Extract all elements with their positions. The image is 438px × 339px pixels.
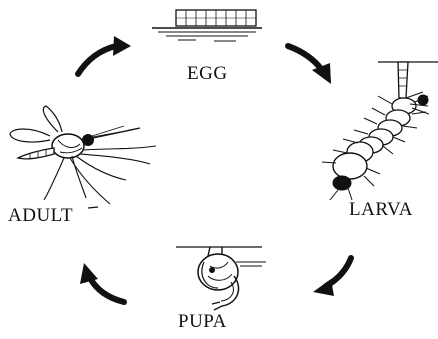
larva-label: LARVA [349,200,413,219]
larva-icon [322,62,438,200]
egg-label: EGG [187,64,228,83]
cycle-arrow-icon [78,36,131,74]
cycle-arrow-icon [80,263,124,302]
adult-label: ADULT [8,206,73,225]
egg-raft-icon [152,10,262,41]
adult-mosquito-icon [10,106,156,208]
cycle-arrow-icon [288,46,331,84]
pupa-icon [176,247,266,310]
pupa-label: PUPA [178,312,227,331]
cycle-arrow-icon [313,258,351,296]
